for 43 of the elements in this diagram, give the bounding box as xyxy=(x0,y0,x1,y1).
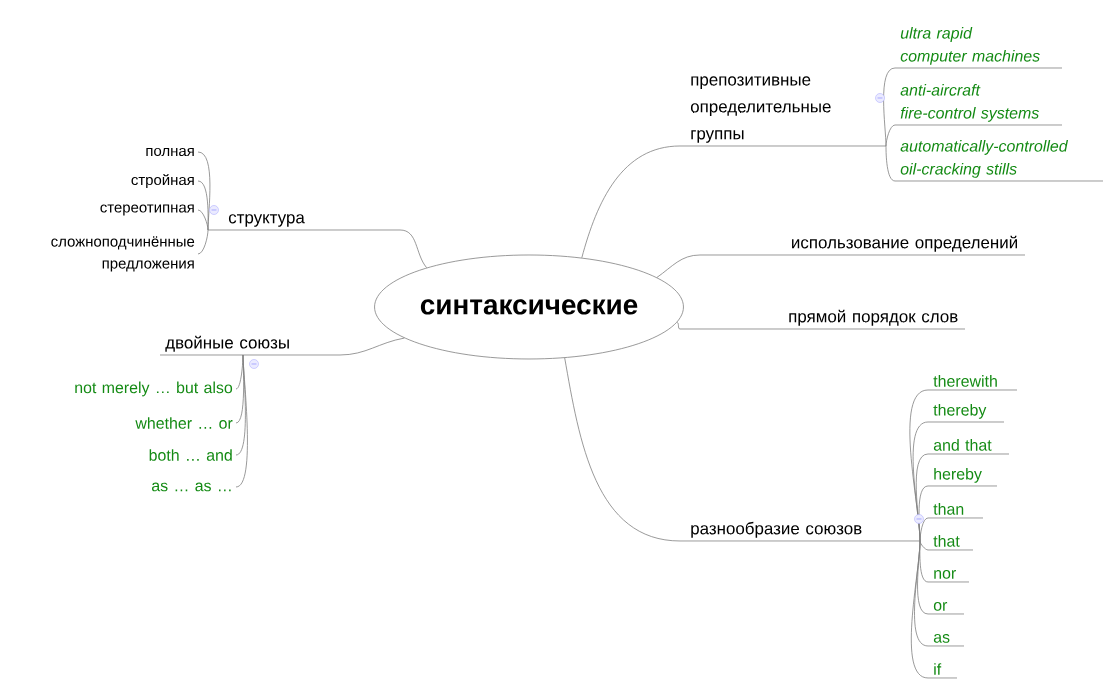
connector-line xyxy=(910,540,929,679)
topic-label: than xyxy=(927,503,984,519)
connector-line xyxy=(676,322,681,330)
topic-label: двойные союзы xyxy=(159,335,341,356)
topic-label: automatically-controlled oil-cracking stills xyxy=(894,140,1104,182)
connector-line xyxy=(885,124,896,147)
connector-line xyxy=(197,229,209,255)
topic-label: both … and xyxy=(149,449,232,461)
topic-label: nor xyxy=(927,570,970,583)
connector-line xyxy=(919,540,929,551)
connector-line xyxy=(235,354,248,488)
topic-label: that xyxy=(927,535,974,551)
connector-line xyxy=(564,357,681,542)
topic-label: структура xyxy=(207,214,401,231)
connector-line xyxy=(656,254,701,278)
connector-line xyxy=(197,209,209,231)
topic-label: сложноподчинённые предложения xyxy=(51,236,195,272)
topic-label: or xyxy=(927,602,965,615)
topic-label: whether … or xyxy=(135,417,233,429)
topic-label: therewith xyxy=(927,375,1018,391)
connector-line xyxy=(197,180,209,231)
connector-line xyxy=(918,485,929,542)
connector-line xyxy=(883,67,896,147)
topic-label: использование определений xyxy=(699,235,1026,256)
topic-label: anti-aircraft fire-control systems xyxy=(894,84,1063,126)
topic-label: as … as … xyxy=(152,482,231,492)
connector-line xyxy=(919,517,929,542)
topic-label: стройная xyxy=(131,173,194,189)
topic-label: препозитивные определительные группы xyxy=(679,76,887,147)
topic-label: стереотипная xyxy=(100,204,194,216)
topic-label: полная xyxy=(146,147,194,157)
topic-label: разнообразие союзов xyxy=(679,521,921,542)
topic-label: if xyxy=(927,663,958,679)
connector-line xyxy=(339,337,405,356)
connector-line xyxy=(885,145,896,182)
topic-label: and that xyxy=(927,439,1010,455)
connector-line xyxy=(399,229,427,269)
topic-label: not merely … but also xyxy=(75,381,233,397)
topic-label: ultra rapid computer machines xyxy=(894,27,1063,69)
topic-label: thereby xyxy=(927,403,1005,423)
topic-label: hereby xyxy=(927,467,998,487)
topic-label: as xyxy=(927,634,965,647)
connector-line xyxy=(581,145,681,259)
